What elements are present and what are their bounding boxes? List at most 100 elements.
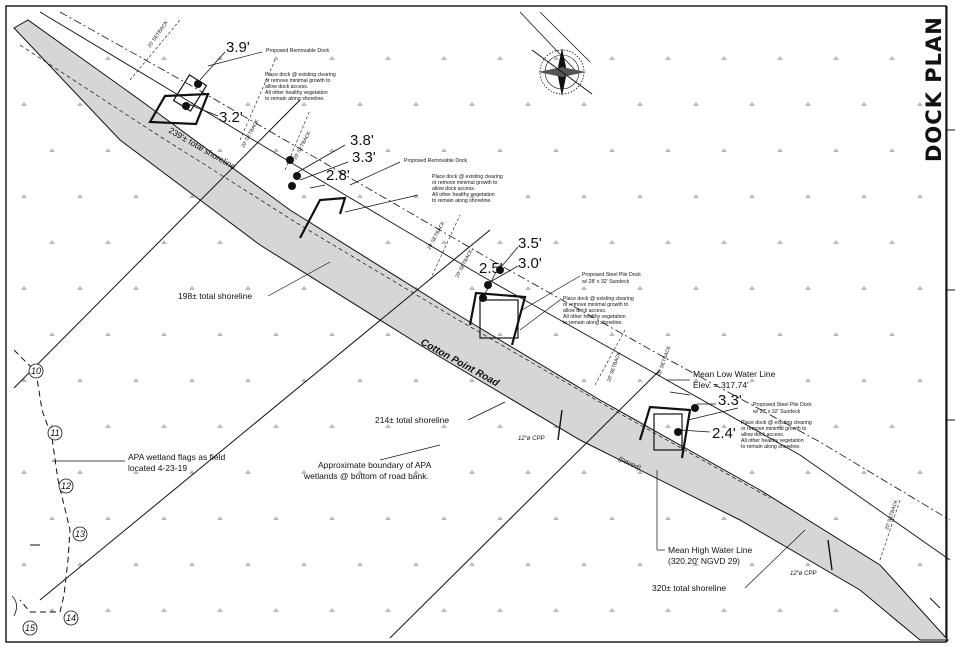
marsh-symbol <box>553 516 559 520</box>
marsh-symbol <box>301 378 307 382</box>
svg-text:13: 13 <box>75 529 85 539</box>
apa-boundary-note: wetlands @ bottom of road bank. <box>303 471 429 481</box>
marsh-symbol <box>21 470 27 474</box>
dock-note-line: or remove minimal growth to <box>741 426 807 432</box>
marsh-symbol <box>217 608 223 612</box>
marsh-symbol <box>21 286 27 290</box>
marsh-symbol <box>77 194 83 198</box>
marsh-symbol <box>273 516 279 520</box>
marsh-symbol <box>21 194 27 198</box>
marsh-symbol <box>49 608 55 612</box>
marsh-symbol <box>329 148 335 152</box>
marsh-symbol <box>861 102 867 106</box>
marsh-symbol <box>749 378 755 382</box>
marsh-symbol <box>77 378 83 382</box>
marsh-symbol <box>273 56 279 60</box>
marsh-symbol <box>693 194 699 198</box>
setback-tick <box>879 499 901 561</box>
marsh-symbol <box>553 148 559 152</box>
marsh-symbol <box>329 608 335 612</box>
marsh-symbol <box>553 240 559 244</box>
leader-line <box>379 444 441 461</box>
wetland-flag: 10 <box>28 363 44 379</box>
road-surface <box>13 19 950 641</box>
marsh-symbol <box>77 562 83 566</box>
wetland-boundary <box>13 349 71 613</box>
dock-title: Proposed Removable Dock <box>266 48 330 54</box>
marsh-symbol <box>161 516 167 520</box>
mlw-elev: Elev. = 317.74' <box>693 380 749 390</box>
setback-tick <box>594 329 626 386</box>
marsh-symbol <box>357 470 363 474</box>
marsh-symbol <box>105 516 111 520</box>
sheet-border <box>5 5 947 643</box>
marsh-symbol <box>385 240 391 244</box>
marsh-symbol <box>637 378 643 382</box>
marsh-symbol <box>385 56 391 60</box>
marsh-symbol <box>385 516 391 520</box>
marsh-symbol <box>49 148 55 152</box>
setback-label: 20' SETBACK <box>884 498 900 530</box>
marsh-symbol <box>413 194 419 198</box>
marsh-symbol <box>105 424 111 428</box>
marsh-symbol <box>749 562 755 566</box>
marsh-symbol <box>721 424 727 428</box>
mean-low-water-line <box>59 11 951 521</box>
culvert-label: 12"ø CPP <box>518 436 544 442</box>
marsh-symbol <box>77 470 83 474</box>
dock-note-line: allow dock access. <box>432 186 475 192</box>
marsh-symbol <box>805 470 811 474</box>
marsh-symbol <box>777 240 783 244</box>
marsh-symbol <box>161 332 167 336</box>
setback-label: 20' SETBACK <box>454 248 474 279</box>
marsh-symbol <box>301 470 307 474</box>
marsh-symbol <box>497 516 503 520</box>
svg-text:15: 15 <box>25 623 36 633</box>
marsh-symbol <box>861 286 867 290</box>
marsh-symbol <box>889 56 895 60</box>
svg-text:10: 10 <box>31 366 41 376</box>
marsh-symbol <box>581 286 587 290</box>
depth-label: 3.2' <box>219 109 243 126</box>
marsh-symbol <box>385 332 391 336</box>
marsh-symbol <box>805 286 811 290</box>
apa-boundary-note: Approximate boundary of APA <box>318 460 432 470</box>
dock-note-line: All other healthy vegetation <box>265 90 328 96</box>
marsh-symbol <box>413 562 419 566</box>
marsh-symbol <box>217 332 223 336</box>
marsh-symbol <box>749 470 755 474</box>
culvert-line <box>827 539 833 571</box>
marsh-symbol <box>217 424 223 428</box>
wetland-flag: 15 <box>22 620 38 636</box>
marsh-symbol <box>469 286 475 290</box>
dock-3: 3.5' 3.0' 2.5' Proposed Steel Pile Dock … <box>375 235 641 425</box>
marsh-symbol <box>105 240 111 244</box>
marsh-symbol <box>105 608 111 612</box>
marsh-symbol <box>245 562 251 566</box>
dock-title: Proposed Removable Dock <box>404 158 468 164</box>
setback-tick <box>429 214 461 281</box>
apa-flag-note: located 4-23-19 <box>128 463 187 473</box>
marsh-symbol <box>749 286 755 290</box>
marsh-symbol <box>889 516 895 520</box>
marsh-symbol <box>189 470 195 474</box>
marsh-symbol <box>497 608 503 612</box>
marsh-symbol <box>833 608 839 612</box>
marsh-symbol <box>49 240 55 244</box>
marsh-symbol <box>217 516 223 520</box>
mlw-label: Mean Low Water Line <box>693 369 776 379</box>
marsh-symbol <box>469 562 475 566</box>
marsh-symbol <box>329 424 335 428</box>
marsh-symbol <box>245 286 251 290</box>
dock-note-line: to remain along shoreline. <box>741 444 801 450</box>
marsh-symbol <box>581 470 587 474</box>
marsh-symbol <box>693 286 699 290</box>
marsh-symbol <box>357 378 363 382</box>
north-arrow-icon <box>531 48 593 96</box>
depth-label: 3.5' <box>518 235 542 252</box>
dock-note-line: Place dock @ existing clearing <box>432 174 503 180</box>
dock-note-line: allow dock access. <box>265 84 308 90</box>
marsh-symbol <box>441 148 447 152</box>
marsh-symbol <box>777 608 783 612</box>
property-line <box>519 11 576 71</box>
